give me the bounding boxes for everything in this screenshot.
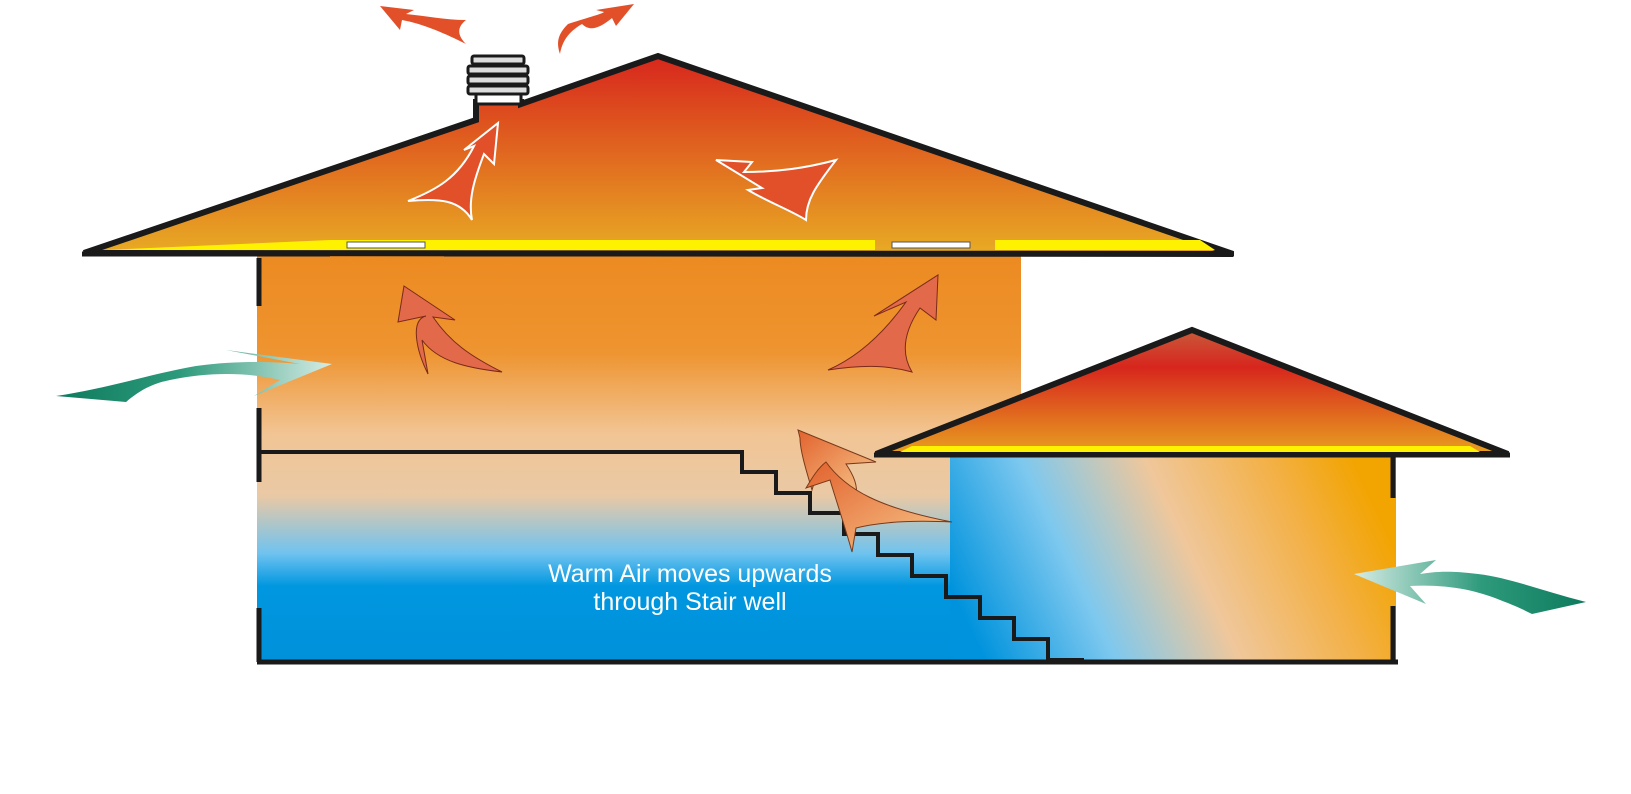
staircase bbox=[259, 450, 1084, 662]
cold-air-arrow-left bbox=[56, 350, 332, 402]
attic-arrow-to-vent bbox=[407, 120, 500, 221]
stairwell-caption: Warm Air moves upwards through Stair wel… bbox=[430, 560, 950, 616]
main-walls bbox=[256, 258, 1398, 665]
addition-body bbox=[950, 455, 1396, 662]
attic-arrow-left bbox=[715, 158, 839, 222]
caption-line-2: through Stair well bbox=[593, 588, 787, 616]
stairwell-arrow-lower bbox=[804, 461, 953, 553]
exhaust-arrow-right bbox=[558, 4, 634, 54]
main-roof bbox=[83, 52, 1234, 257]
cold-air-arrow-right bbox=[1354, 560, 1586, 614]
ceiling-vent-right bbox=[891, 241, 971, 249]
roof-vent bbox=[466, 54, 530, 106]
warm-air-arrow-upper-right bbox=[827, 274, 939, 373]
warm-air-arrow-upper-left bbox=[397, 285, 503, 375]
ceiling-vent-left bbox=[346, 241, 426, 249]
caption-line-1: Warm Air moves upwards bbox=[548, 560, 832, 588]
addition-insulation bbox=[900, 446, 1480, 452]
exhaust-arrow-left bbox=[380, 6, 466, 44]
